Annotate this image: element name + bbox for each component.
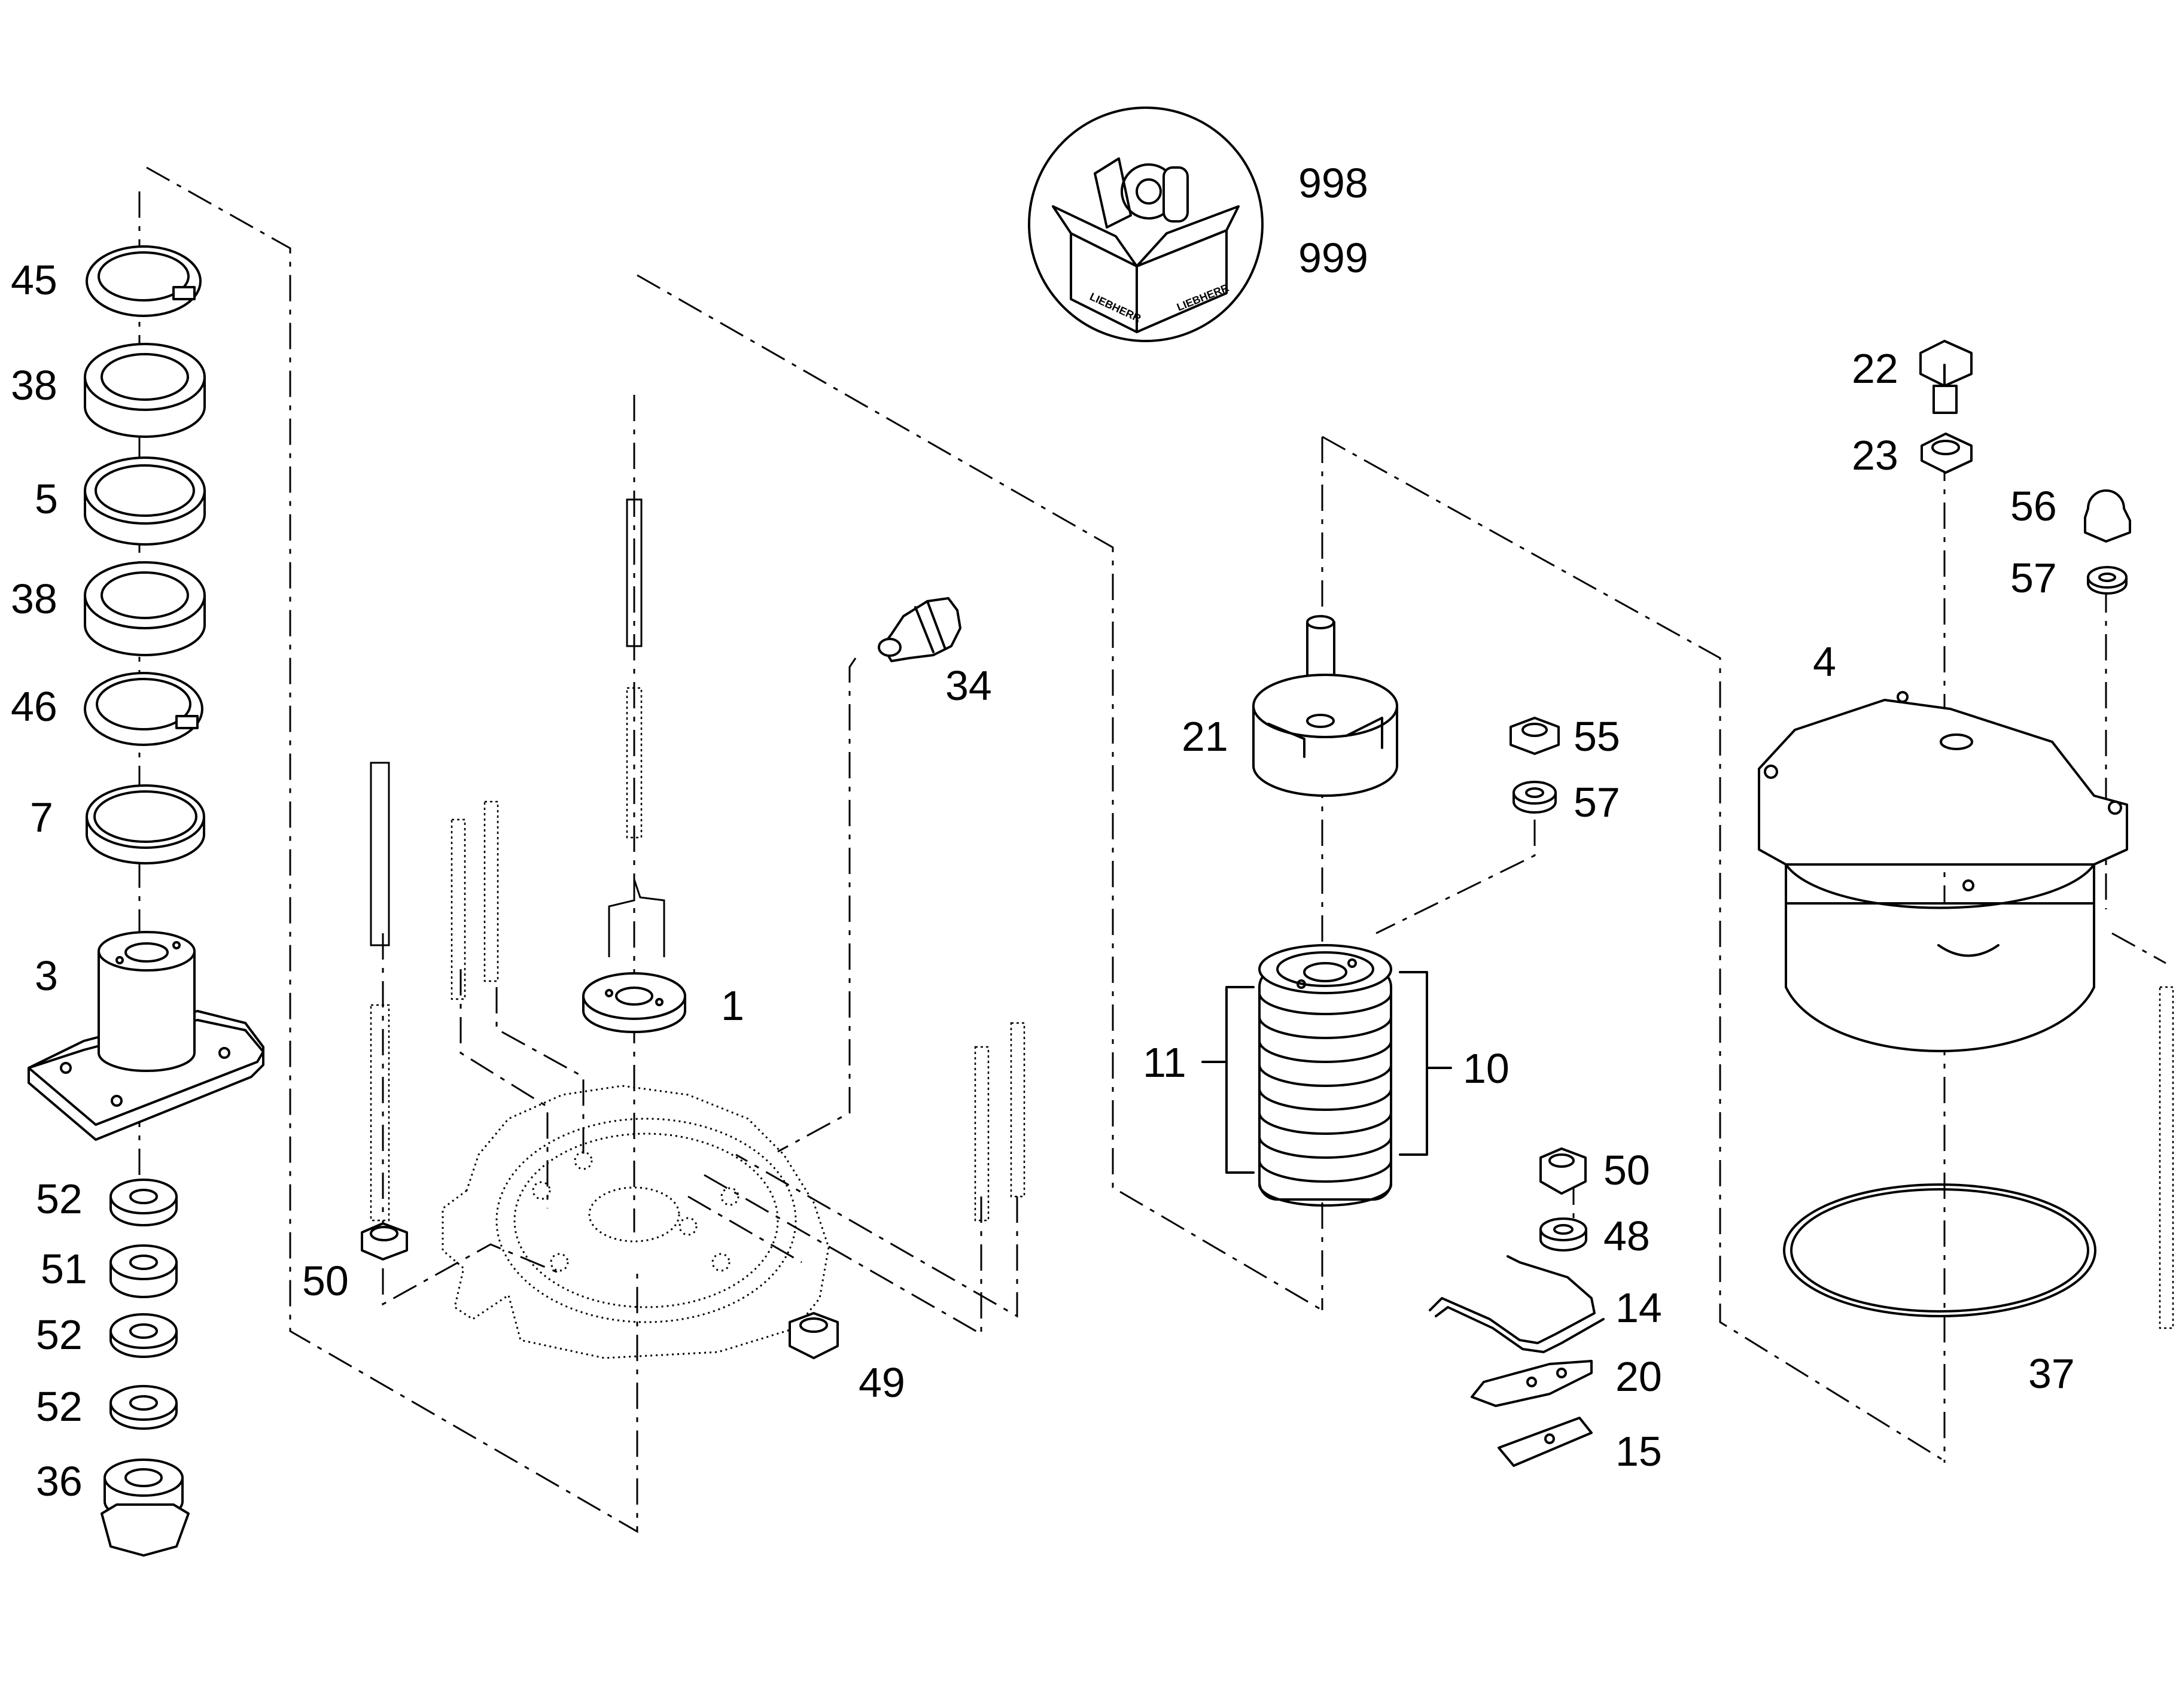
washer-48: [1539, 1217, 1587, 1252]
plate-15: [1498, 1417, 1593, 1467]
bearing-housing-3: [28, 931, 264, 1141]
bearing-38-upper: [84, 343, 206, 438]
nut-23: [1921, 433, 1973, 474]
nut-55: [1510, 717, 1560, 755]
label-34: 34: [945, 662, 992, 709]
label-1: 1: [721, 982, 744, 1029]
label-38-lower: 38: [11, 576, 57, 622]
base-plate: [442, 1085, 830, 1359]
washer-51: [109, 1244, 178, 1298]
o-ring-37: [1783, 1183, 2096, 1317]
label-3: 3: [35, 952, 58, 999]
washer-52-b: [109, 1313, 178, 1358]
right-group: [1758, 340, 2174, 1329]
label-50-right: 50: [1603, 1147, 1650, 1194]
service-kit-box-icon: LIEBHERR LIEBHERR: [1028, 106, 1264, 342]
label-57-right: 57: [2010, 555, 2057, 601]
part-labels: 45 38 5 38 46 7 3 52 51 52 52 36 50 1 34…: [11, 160, 2075, 1505]
center-base-group: [361, 498, 1025, 1359]
label-48: 48: [1603, 1213, 1650, 1259]
label-36: 36: [36, 1458, 83, 1505]
stud-bolts: [370, 498, 1025, 1222]
center-right-group: [1201, 615, 1605, 1467]
label-23: 23: [1852, 432, 1898, 479]
nut-50-right: [1539, 1147, 1587, 1195]
washer-57-right: [2087, 566, 2128, 595]
bearing-38-lower: [84, 561, 206, 656]
bolt-22: [1919, 340, 1973, 414]
spring-stack-10-11: [1201, 944, 1452, 1207]
label-49: 49: [859, 1359, 905, 1406]
label-11: 11: [1143, 1039, 1186, 1086]
nut-50-left: [361, 1222, 408, 1261]
label-15: 15: [1615, 1428, 1662, 1475]
label-55: 55: [1574, 713, 1620, 760]
screw-plug-36: [101, 1459, 190, 1557]
label-52-c: 52: [36, 1383, 83, 1430]
washer-52-c: [109, 1385, 178, 1430]
label-20: 20: [1615, 1353, 1662, 1400]
left-stack: [28, 245, 264, 1557]
label-999: 999: [1298, 235, 1368, 281]
label-10: 10: [1463, 1045, 1510, 1092]
ring-5: [84, 456, 206, 546]
stud-right: [2159, 986, 2174, 1329]
label-4: 4: [1813, 638, 1836, 685]
washer-57-center: [1512, 781, 1557, 814]
label-51: 51: [41, 1246, 87, 1292]
label-22: 22: [1852, 345, 1898, 392]
fitting-34: [878, 597, 961, 662]
rotor-21: [1252, 615, 1398, 797]
label-38-upper: 38: [11, 362, 57, 409]
washer-52-a: [109, 1179, 178, 1226]
label-45: 45: [11, 257, 57, 303]
plate-20: [1471, 1360, 1593, 1407]
label-998: 998: [1298, 160, 1368, 206]
label-57-center: 57: [1574, 779, 1620, 826]
label-50-left: 50: [302, 1258, 349, 1304]
label-21: 21: [1182, 713, 1228, 760]
label-37: 37: [2028, 1350, 2075, 1397]
cover-4: [1758, 691, 2128, 1052]
label-46: 46: [11, 683, 57, 730]
snap-ring-45: [86, 245, 202, 317]
snap-ring-46: [84, 672, 203, 746]
nut-49: [789, 1312, 839, 1359]
label-7: 7: [30, 794, 53, 841]
label-14: 14: [1615, 1284, 1662, 1331]
label-56: 56: [2010, 483, 2057, 529]
ring-7: [86, 784, 205, 864]
cap-nut-56: [2084, 489, 2131, 543]
label-5: 5: [35, 476, 58, 522]
label-52-b: 52: [36, 1311, 83, 1358]
label-52-a: 52: [36, 1176, 83, 1222]
spring-clip-14: [1429, 1255, 1605, 1353]
cap-1: [582, 879, 686, 1033]
